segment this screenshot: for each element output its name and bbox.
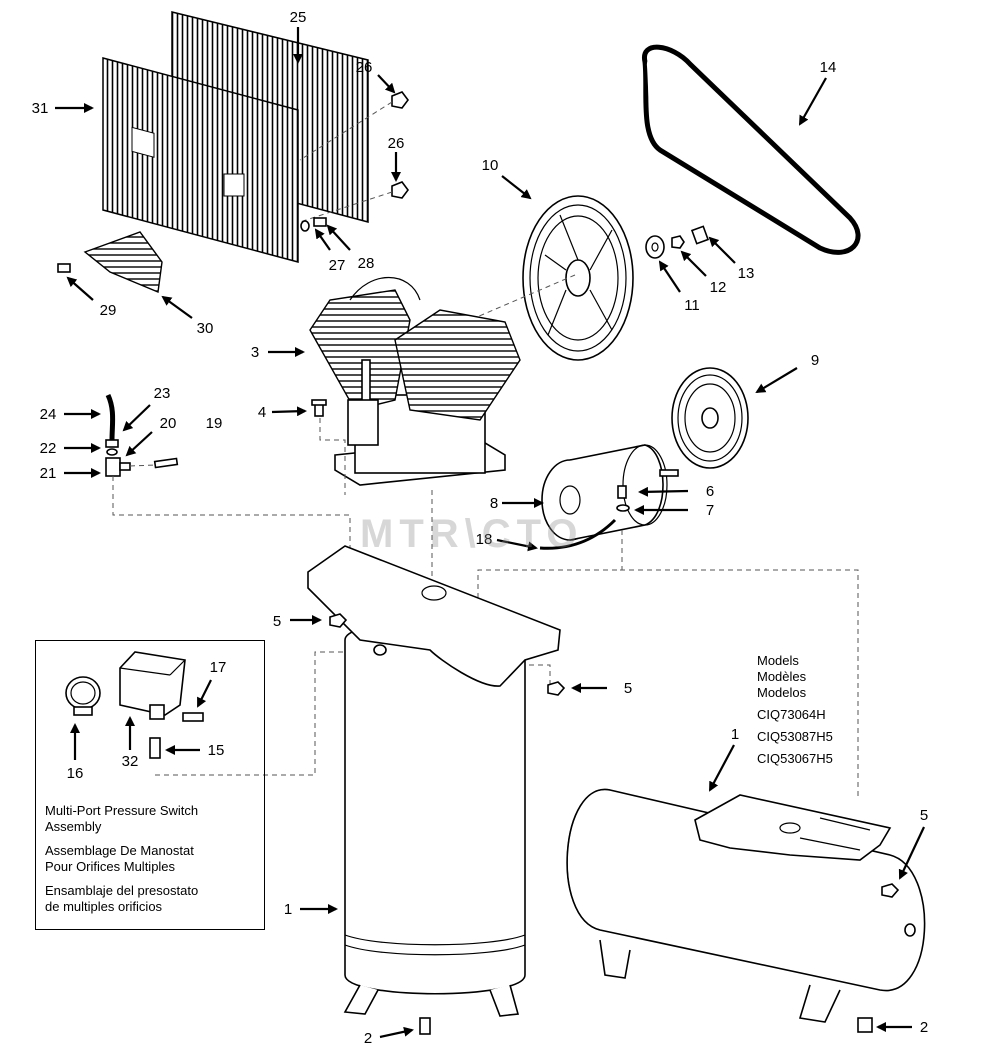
- fitting-assembly: [105, 393, 179, 477]
- belt-14: [642, 44, 861, 255]
- callout-6: 6: [706, 483, 714, 500]
- callout-12: 12: [710, 279, 727, 296]
- belt-guard-front-panel: [102, 57, 299, 263]
- callout-2-horizontal: 2: [920, 1019, 928, 1036]
- models-list: Models Modèles Modelos CIQ73064H CIQ5308…: [757, 653, 833, 767]
- models-heading-en: Models: [757, 653, 799, 668]
- inset-title-es: Ensamblaje del presostato de multiples o…: [45, 883, 198, 915]
- cover-30: [83, 231, 163, 293]
- callout-9: 9: [811, 352, 819, 369]
- bolt-4: [311, 399, 327, 417]
- tank-saddle-vertical: [307, 545, 561, 687]
- callout-16: 16: [67, 765, 84, 782]
- callout-5-horizontal: 5: [920, 807, 928, 824]
- model-item: CIQ73064H: [757, 707, 826, 722]
- inset-title-fr: Assemblage De Manostat Pour Orifices Mul…: [45, 843, 194, 875]
- callout-18: 18: [476, 531, 493, 548]
- drain-valve-horizontal: [857, 1017, 873, 1033]
- hardware-line: [299, 191, 393, 223]
- shaft-line: [469, 274, 576, 321]
- fitting-line: [129, 464, 156, 467]
- callout-10: 10: [482, 157, 499, 174]
- nut-5-right: [547, 681, 566, 696]
- bolt-28: [313, 217, 327, 227]
- callout-1-vertical: 1: [284, 901, 292, 918]
- inset-title-en-line1: Multi-Port Pressure Switch: [45, 803, 199, 818]
- washer-27: [300, 220, 310, 232]
- callout-7: 7: [706, 502, 714, 519]
- model-item: CIQ53087H5: [757, 729, 833, 744]
- inset-title-fr-line2: Pour Orifices Multiples: [45, 859, 176, 874]
- models-heading-es: Modelos: [757, 685, 807, 700]
- callout-arrows: [55, 27, 925, 1039]
- callout-11: 11: [684, 297, 700, 314]
- pressure-gauge-16: [65, 676, 101, 716]
- callout-5-right: 5: [624, 680, 632, 697]
- callout-2-vertical: 2: [364, 1030, 372, 1047]
- models-heading-fr: Modèles: [757, 669, 807, 684]
- fitting-17: [182, 712, 204, 722]
- callout-31: 31: [32, 100, 49, 117]
- inset-title-es-line1: Ensamblaje del presostato: [45, 883, 199, 898]
- bolt-13: [690, 225, 710, 245]
- inset-title-fr-line1: Assemblage De Manostat: [45, 843, 194, 858]
- callout-labels: 25 26 26 31 27 28 29 30 14 10 11 12 13 3…: [32, 9, 929, 1047]
- nut-5-left: [329, 613, 348, 628]
- drain-valve-vertical: [419, 1017, 431, 1035]
- inset-title-en-line2: Assembly: [45, 819, 102, 834]
- callout-4: 4: [258, 404, 266, 421]
- nut-12: [671, 235, 685, 249]
- fitting-15: [149, 737, 161, 759]
- pressure-switch-32: [119, 651, 186, 720]
- callout-23: 23: [154, 385, 171, 402]
- inset-title-es-line2: de multiples orificios: [45, 899, 163, 914]
- horizontal-tank: [566, 788, 926, 1023]
- callout-26-lower: 26: [388, 135, 405, 152]
- callout-1-horizontal: 1: [731, 726, 739, 743]
- callout-20: 20: [160, 415, 177, 432]
- inset-title-en: Multi-Port Pressure Switch Assembly: [45, 803, 198, 835]
- washer-7: [616, 504, 630, 512]
- callout-17: 17: [210, 659, 227, 676]
- callout-30: 30: [197, 320, 214, 337]
- callout-24: 24: [40, 406, 57, 423]
- callout-15: 15: [208, 742, 225, 759]
- flywheel-10: [522, 195, 634, 361]
- pulley-9: [671, 367, 749, 469]
- callout-19: 19: [206, 415, 223, 432]
- bolt-6: [617, 485, 627, 499]
- pump-3: [309, 277, 521, 486]
- motor-wire-18: [539, 518, 617, 550]
- callout-21: 21: [40, 465, 57, 482]
- tank-saddle-horizontal: [694, 794, 892, 861]
- callout-8: 8: [490, 495, 498, 512]
- callout-32: 32: [122, 753, 139, 770]
- callout-3: 3: [251, 344, 259, 361]
- callout-27: 27: [329, 257, 346, 274]
- callout-29: 29: [100, 302, 117, 319]
- washer-11: [645, 235, 665, 259]
- nut-26-upper: [391, 91, 409, 109]
- callout-14: 14: [820, 59, 837, 76]
- hardware-line: [299, 101, 393, 161]
- watermark: MTR\CTO: [360, 512, 584, 556]
- callout-25: 25: [290, 9, 307, 26]
- pressure-switch-inset: [35, 640, 265, 930]
- nut-26-lower: [391, 181, 409, 199]
- screw-29: [57, 263, 71, 273]
- callout-28: 28: [358, 255, 375, 272]
- model-item: CIQ53067H5: [757, 751, 833, 766]
- motor-8: [541, 444, 679, 541]
- callout-5-left: 5: [273, 613, 281, 630]
- callout-22: 22: [40, 440, 57, 457]
- callout-26-upper: 26: [356, 59, 373, 76]
- callout-13: 13: [738, 265, 755, 282]
